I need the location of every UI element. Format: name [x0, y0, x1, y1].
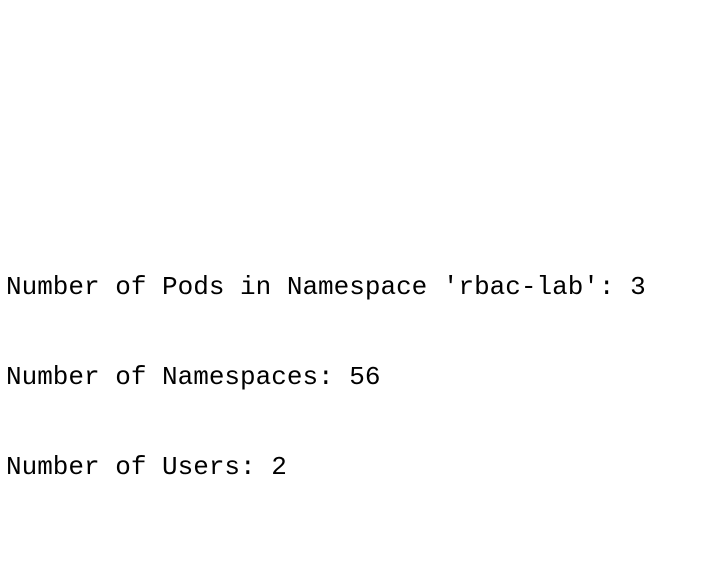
console-output: Number of Pods in Namespace 'rbac-lab': … — [6, 212, 646, 512]
pods-count-line: Number of Pods in Namespace 'rbac-lab': … — [6, 272, 646, 302]
namespaces-count-line: Number of Namespaces: 56 — [6, 362, 381, 392]
users-count-line: Number of Users: 2 — [6, 452, 287, 482]
